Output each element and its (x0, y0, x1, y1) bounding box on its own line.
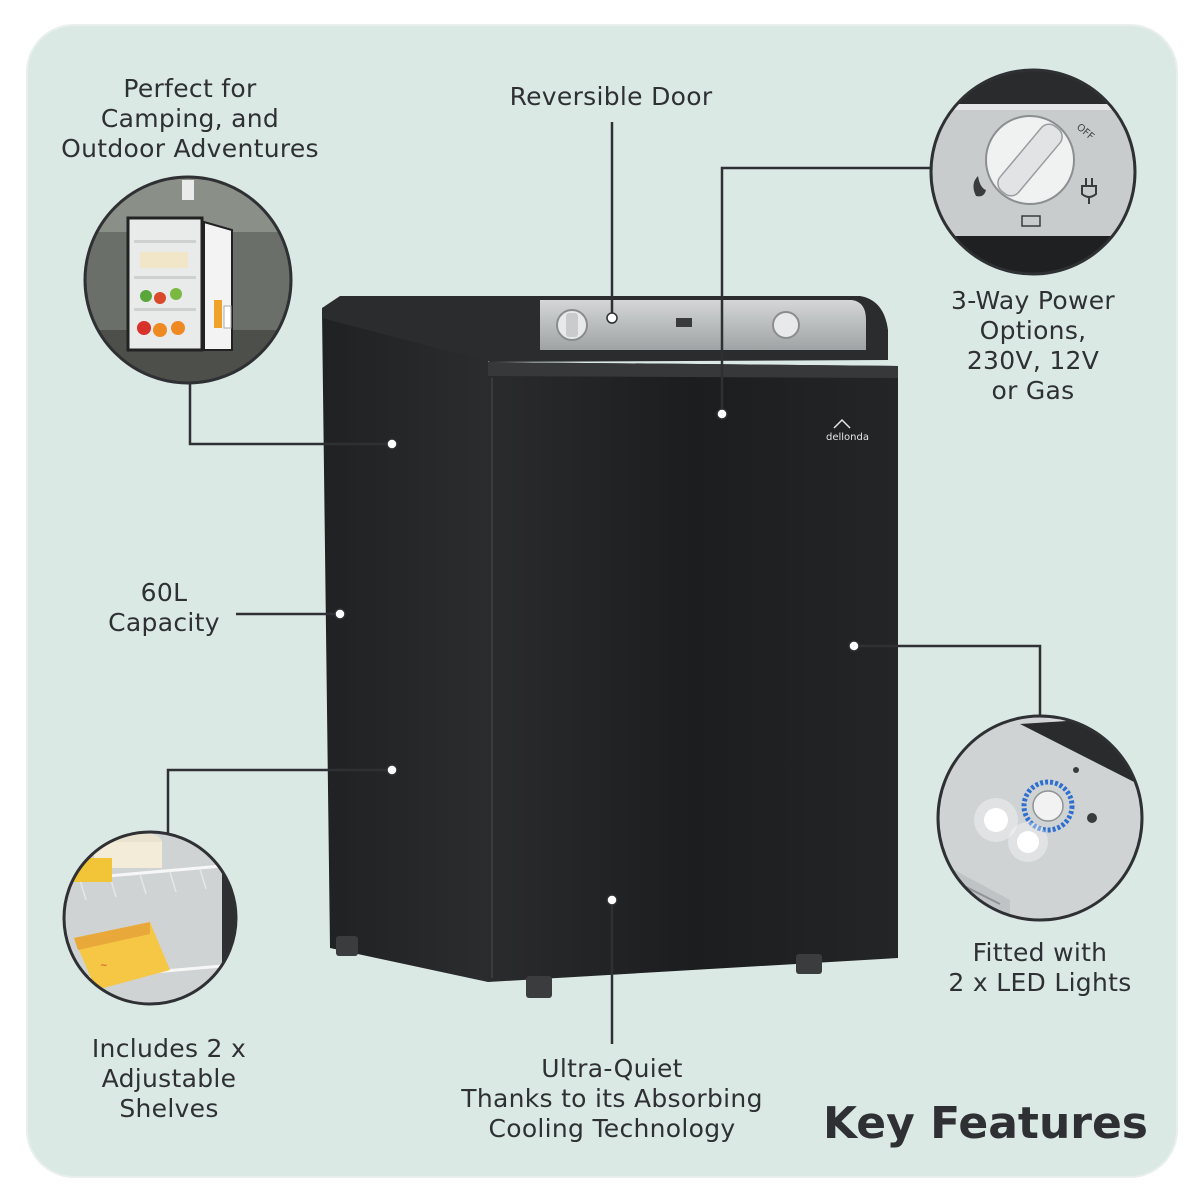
control-panel (540, 300, 866, 350)
camping-photo (83, 175, 293, 385)
callout-dot-capacity (334, 608, 346, 620)
callout-line-power (720, 166, 932, 414)
fridge: dellonda (322, 296, 898, 998)
brand-logo-mark (833, 418, 851, 429)
feature-shelves-label: Includes 2 x Adjustable Shelves (91, 1034, 247, 1123)
battery-icon (1021, 215, 1041, 227)
feature-led-label: Fitted with 2 x LED Lights (948, 938, 1132, 997)
fridge-foot-back-left (336, 936, 358, 956)
thermostat-ring (1021, 779, 1075, 833)
thermostat-dial (1032, 790, 1064, 822)
shelves-photo: ~ (62, 830, 238, 1006)
gas-flame-icon (973, 176, 986, 197)
mains-plug-icon (1081, 178, 1097, 204)
feature-quiet-label: Ultra-Quiet Thanks to its Absorbing Cool… (461, 1054, 763, 1143)
callout-dot-shelves (386, 764, 398, 776)
feature-power-label: 3-Way Power Options, 230V, 12V or Gas (951, 286, 1115, 405)
led-light-left (984, 808, 1008, 832)
callout-line-led (854, 644, 1042, 718)
page-title: Key Features (822, 1098, 1148, 1149)
power-dial-photo: OFF (929, 68, 1137, 276)
fridge-foot-front-left (526, 976, 552, 998)
brand-logo: dellonda (826, 432, 869, 443)
callout-dot-camping (386, 438, 398, 450)
feature-door-label: Reversible Door (509, 82, 713, 111)
callout-lines (166, 122, 1042, 1044)
callout-dot-quiet (606, 894, 618, 906)
led-photo (936, 714, 1144, 922)
feature-capacity-label: 60L Capacity (108, 578, 220, 637)
callout-dot-door (606, 312, 618, 324)
callout-line-shelves (166, 768, 392, 848)
callout-dots (334, 312, 860, 906)
power-knob (772, 311, 800, 339)
fridge-foot-front-right (796, 954, 822, 974)
callout-dot-led (848, 640, 860, 652)
callout-line-camping (188, 384, 392, 446)
callout-dot-power (716, 408, 728, 420)
door-top-edge (488, 362, 898, 378)
led-light-right (1017, 831, 1039, 853)
svg-text:~: ~ (100, 961, 108, 971)
thermostat-knob-grip (566, 313, 578, 337)
power-dial-grip (997, 123, 1063, 197)
fridge-side (322, 300, 488, 982)
indicator-window (676, 318, 692, 327)
feature-camping-label: Perfect for Camping, and Outdoor Adventu… (61, 74, 319, 163)
fridge-door (488, 362, 898, 982)
